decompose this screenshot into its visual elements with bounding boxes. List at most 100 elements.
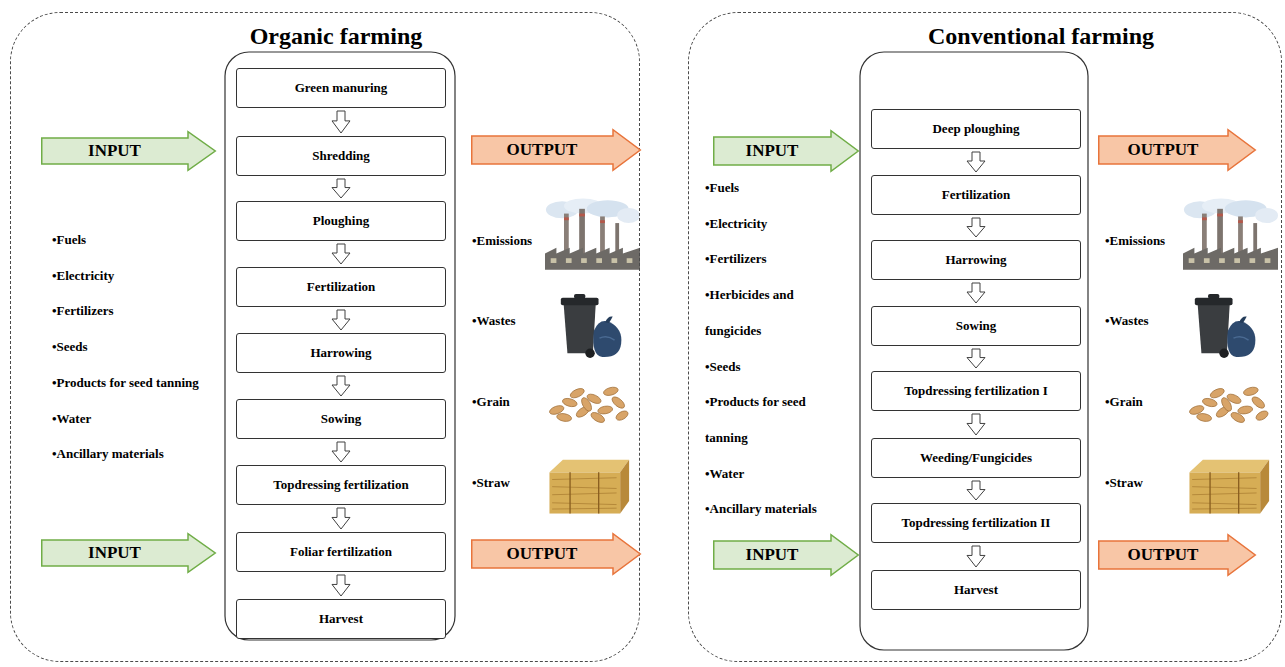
list-item: •Grain (472, 393, 510, 411)
list-item: •Electricity (52, 258, 222, 294)
step-label: Fertilization (307, 279, 376, 295)
output-arrow: OUTPUT (1098, 129, 1256, 171)
input-arrow: INPUT (713, 534, 859, 576)
flow-arrow (332, 508, 350, 529)
factory-icon (1183, 198, 1278, 269)
step-label: Topdressing fertilization (273, 477, 408, 493)
list-item: •Products for seed tanning (52, 365, 222, 401)
list-item: •Seeds (52, 329, 222, 365)
step-label: Harrowing (945, 252, 1006, 268)
process-box: Sowing (871, 306, 1081, 346)
flow-arrow (967, 481, 985, 500)
flow-arrow (332, 179, 350, 198)
process-box: Green manuring (236, 68, 446, 108)
arrow-label: INPUT (41, 533, 188, 573)
arrow-label: OUTPUT (1098, 534, 1228, 576)
flow-arrow (967, 218, 985, 237)
process-box: Topdressing fertilization I (871, 371, 1081, 411)
flow-arrow (332, 244, 350, 264)
step-label: Harrowing (310, 345, 371, 361)
straw-icon (1189, 460, 1269, 514)
arrow-outline (472, 130, 641, 171)
list-item: •Fertilizers (52, 293, 222, 329)
arrow-label: INPUT (713, 130, 831, 172)
list-item: •Fuels (705, 170, 850, 206)
panel-title: Organic farming (250, 21, 423, 51)
step-label: Topdressing fertilization II (902, 515, 1051, 531)
list-item: •Straw (472, 474, 510, 492)
list-item: •Ancillary materials (705, 491, 850, 527)
process-box: Deep ploughing (871, 109, 1081, 149)
step-label: Harvest (319, 611, 363, 627)
process-box: Sowing (236, 399, 446, 439)
list-item: •Electricity (705, 206, 850, 242)
arrow-label: INPUT (713, 534, 831, 576)
flow-arrow (332, 575, 350, 596)
arrow-outline (472, 534, 641, 575)
step-label: Fertilization (942, 187, 1011, 203)
list-item: •Herbicides and fungicides (705, 277, 850, 348)
list-item: •Products for seed tanning (705, 384, 850, 455)
flow-arrow (967, 283, 985, 303)
list-item: •Straw (1105, 474, 1143, 492)
process-box: Harrowing (871, 240, 1081, 280)
arrow-outline (42, 534, 216, 573)
process-box: Ploughing (236, 201, 446, 241)
bin-icon (561, 294, 622, 358)
flow-arrow (332, 442, 350, 462)
output-arrow: OUTPUT (471, 533, 641, 575)
grain-icon (548, 386, 629, 425)
arrow-outline (714, 131, 859, 172)
flow-arrow (967, 414, 985, 435)
list-item: •Fertilizers (705, 241, 850, 277)
process-box: Harvest (236, 599, 446, 639)
list-item: •Water (52, 401, 222, 437)
step-label: Weeding/Fungicides (920, 450, 1032, 466)
step-label: Ploughing (313, 213, 369, 229)
arrow-label: OUTPUT (471, 533, 613, 575)
list-item: •Emissions (1105, 232, 1165, 250)
arrow-outline (1099, 535, 1256, 576)
farming-panel: Conventional farmingINPUT Deep ploughingF… (688, 12, 1282, 662)
step-label: Foliar fertilization (290, 544, 392, 560)
step-label: Sowing (321, 411, 361, 427)
process-box: Harrowing (236, 333, 446, 373)
flow-arrow (332, 376, 350, 396)
process-box: Shredding (236, 136, 446, 176)
step-label: Shredding (312, 148, 370, 164)
list-item: •Emissions (472, 232, 532, 250)
output-arrow: OUTPUT (471, 129, 641, 171)
list-item: •Wastes (1105, 312, 1149, 330)
input-arrow: INPUT (41, 131, 216, 171)
arrow-outline (42, 132, 216, 171)
step-label: Topdressing fertilization I (904, 383, 1048, 399)
list-item: •Water (705, 456, 850, 492)
process-column (860, 52, 1088, 650)
step-label: Harvest (954, 582, 998, 598)
panel-title: Conventional farming (928, 21, 1154, 51)
output-arrow: OUTPUT (1098, 534, 1256, 576)
list-item: •Wastes (472, 312, 516, 330)
flow-arrow (967, 349, 985, 368)
farming-panel: Organic farmingINPUT Green manuringShredd… (10, 12, 640, 662)
flow-arrow (967, 152, 985, 172)
grain-icon (1188, 386, 1269, 425)
list-item: •Fuels (52, 222, 222, 258)
flow-arrow (332, 310, 350, 330)
list-item: •Seeds (705, 349, 850, 385)
arrow-outline (1099, 130, 1256, 171)
input-list: •Fuels•Electricity•Fertilizers•Herbicide… (705, 170, 850, 527)
input-arrow: INPUT (713, 130, 859, 172)
list-item: •Grain (1105, 393, 1143, 411)
factory-icon (545, 198, 640, 269)
input-list: •Fuels•Electricity•Fertilizers•Seeds•Pro… (52, 222, 222, 472)
flow-arrow (332, 111, 350, 133)
process-box: Harvest (871, 570, 1081, 610)
process-box: Topdressing fertilization (236, 465, 446, 505)
process-box: Fertilization (236, 267, 446, 307)
step-label: Sowing (956, 318, 996, 334)
arrow-label: OUTPUT (471, 129, 613, 171)
flow-arrow (967, 546, 985, 567)
input-arrow: INPUT (41, 533, 216, 573)
